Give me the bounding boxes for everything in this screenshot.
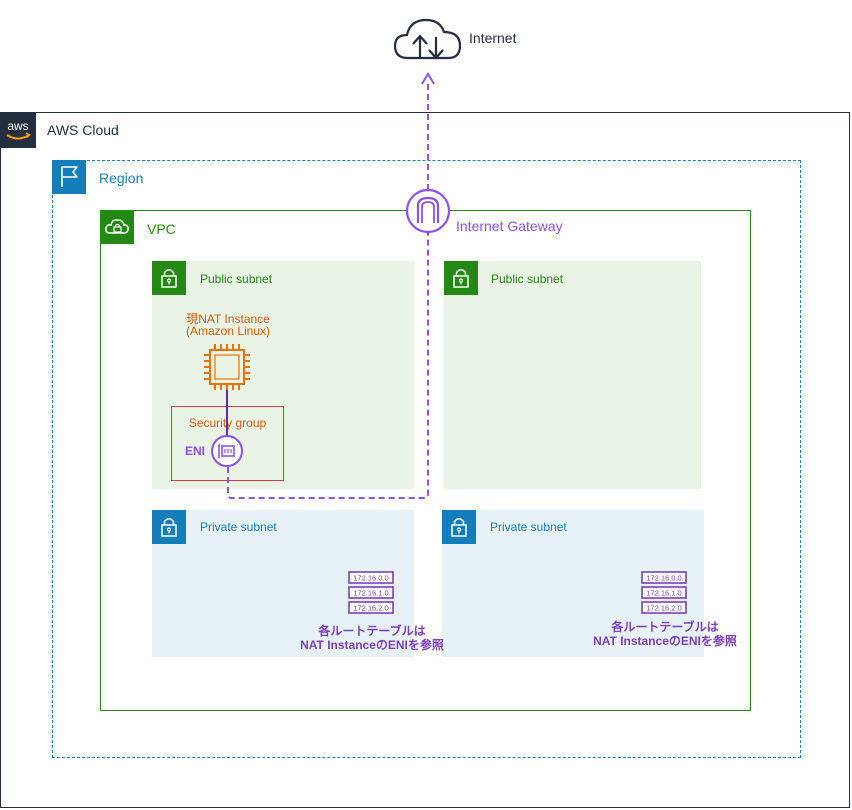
route-note-1-line2: NAT InstanceのENIを参照	[300, 638, 444, 652]
route-path-eni-to-igw	[227, 233, 429, 499]
vpc-cloud-lock-icon	[100, 210, 134, 244]
vpc-label: VPC	[147, 221, 176, 237]
private-subnet-1-label: Private subnet	[200, 520, 277, 534]
lock-icon	[444, 261, 478, 295]
route-note-2-line2: NAT InstanceのENIを参照	[593, 634, 737, 648]
route-table-1-entry-3: 172.16.2.0	[353, 604, 388, 613]
nat-instance-label-line2: (Amazon Linux)	[185, 324, 271, 338]
eni-icon	[211, 435, 243, 467]
lock-icon	[152, 510, 186, 544]
lock-icon	[442, 510, 476, 544]
cloud-up-down-icon	[393, 18, 462, 60]
eni-label: ENI	[185, 444, 206, 458]
aws-cloud-label: AWS Cloud	[47, 122, 119, 138]
public-subnet-1-label: Public subnet	[200, 272, 273, 286]
route-table-2-entry-1: 172.16.0.0	[646, 574, 681, 583]
aws-logo-text: aws	[7, 119, 28, 133]
public-subnet-2-label: Public subnet	[491, 272, 564, 286]
internet-gateway-label: Internet Gateway	[456, 218, 563, 234]
private-subnet-2-label: Private subnet	[490, 520, 567, 534]
route-table-icon: 172.16.0.0 172.16.1.0 172.16.2.0	[641, 571, 687, 614]
route-note-2-line1: 各ルートテーブルは	[611, 620, 719, 634]
aws-cloud-group	[0, 112, 850, 808]
public-subnet-2	[444, 261, 701, 489]
internet-label: Internet	[469, 30, 517, 46]
region-label: Region	[99, 170, 144, 186]
internet-gateway-icon	[405, 188, 451, 234]
route-arrowhead	[421, 72, 435, 85]
route-table-icon: 172.16.0.0 172.16.1.0 172.16.2.0	[348, 571, 394, 614]
route-table-2-entry-2: 172.16.1.0	[646, 589, 681, 598]
ec2-chip-icon	[204, 344, 250, 390]
route-note-1-line1: 各ルートテーブルは	[318, 624, 426, 638]
nat-instance-label-line1: 現NAT Instance	[186, 312, 270, 326]
route-table-2-entry-3: 172.16.2.0	[646, 604, 681, 613]
region-flag-icon	[52, 160, 86, 194]
aws-logo-icon: aws	[0, 112, 36, 148]
region-group	[52, 160, 801, 758]
route-table-1-entry-2: 172.16.1.0	[353, 589, 388, 598]
lock-icon	[152, 261, 186, 295]
route-table-1-entry-1: 172.16.0.0	[353, 574, 388, 583]
